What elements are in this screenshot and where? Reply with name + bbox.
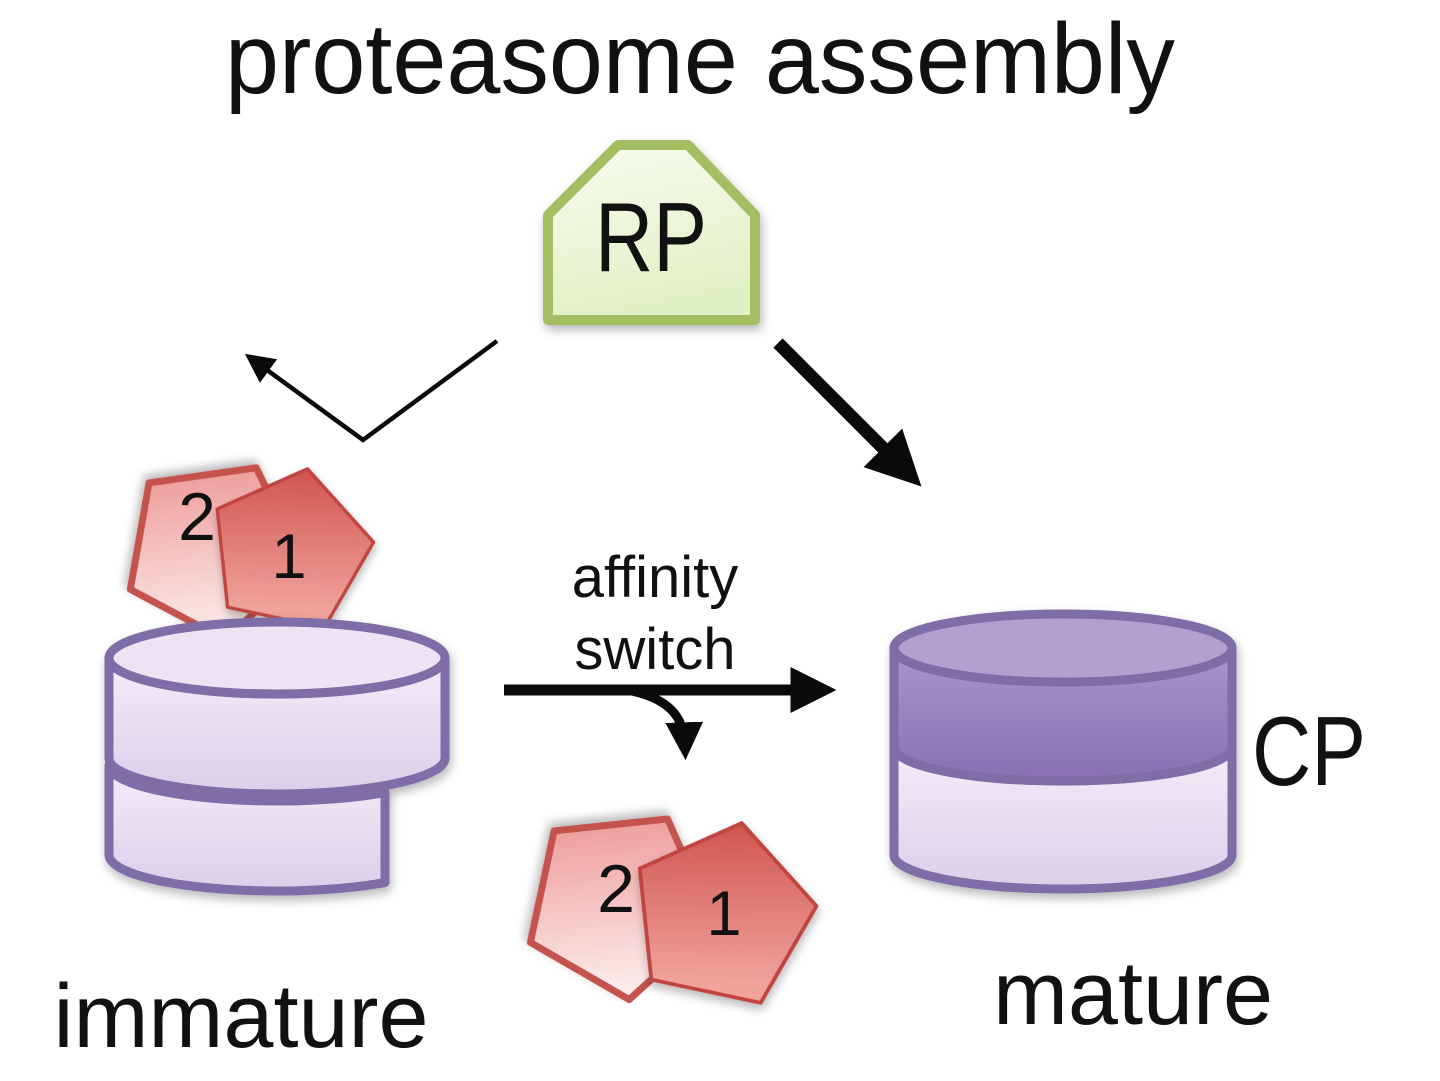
affinity-switch-group: affinity switch — [504, 545, 837, 761]
chaperone-2-top-label: 2 — [178, 479, 216, 555]
arrow-rp-to-immature — [244, 339, 499, 443]
chaperone-1-top-label: 1 — [271, 522, 306, 592]
rp-node: RP — [543, 140, 760, 325]
immature-cp-top-rim — [104, 617, 450, 699]
chaperone-pair-released: 2 1 — [519, 802, 833, 1010]
immature-cp-bottom-half — [104, 760, 390, 896]
chaperone-pair-top: 2 1 — [116, 450, 388, 652]
rp-shape — [543, 140, 760, 325]
release-arrow — [630, 686, 704, 761]
rp-label: RP — [595, 182, 707, 292]
chaperone-1-released-label: 1 — [706, 879, 741, 949]
mature-label: mature — [993, 944, 1273, 1044]
affinity-switch-line2: switch — [574, 617, 735, 682]
figure-title: proteasome assembly — [225, 3, 1175, 115]
arrow-rp-to-mature — [773, 338, 922, 487]
immature-cp-cylinder — [104, 617, 450, 896]
immature-label: immature — [53, 967, 428, 1067]
mature-cp-cylinder — [889, 609, 1237, 894]
mature-cp-top-rim — [889, 609, 1237, 687]
cp-label: CP — [1252, 696, 1366, 806]
chaperone-2-released-label: 2 — [597, 851, 635, 927]
affinity-switch-line1: affinity — [572, 545, 739, 610]
